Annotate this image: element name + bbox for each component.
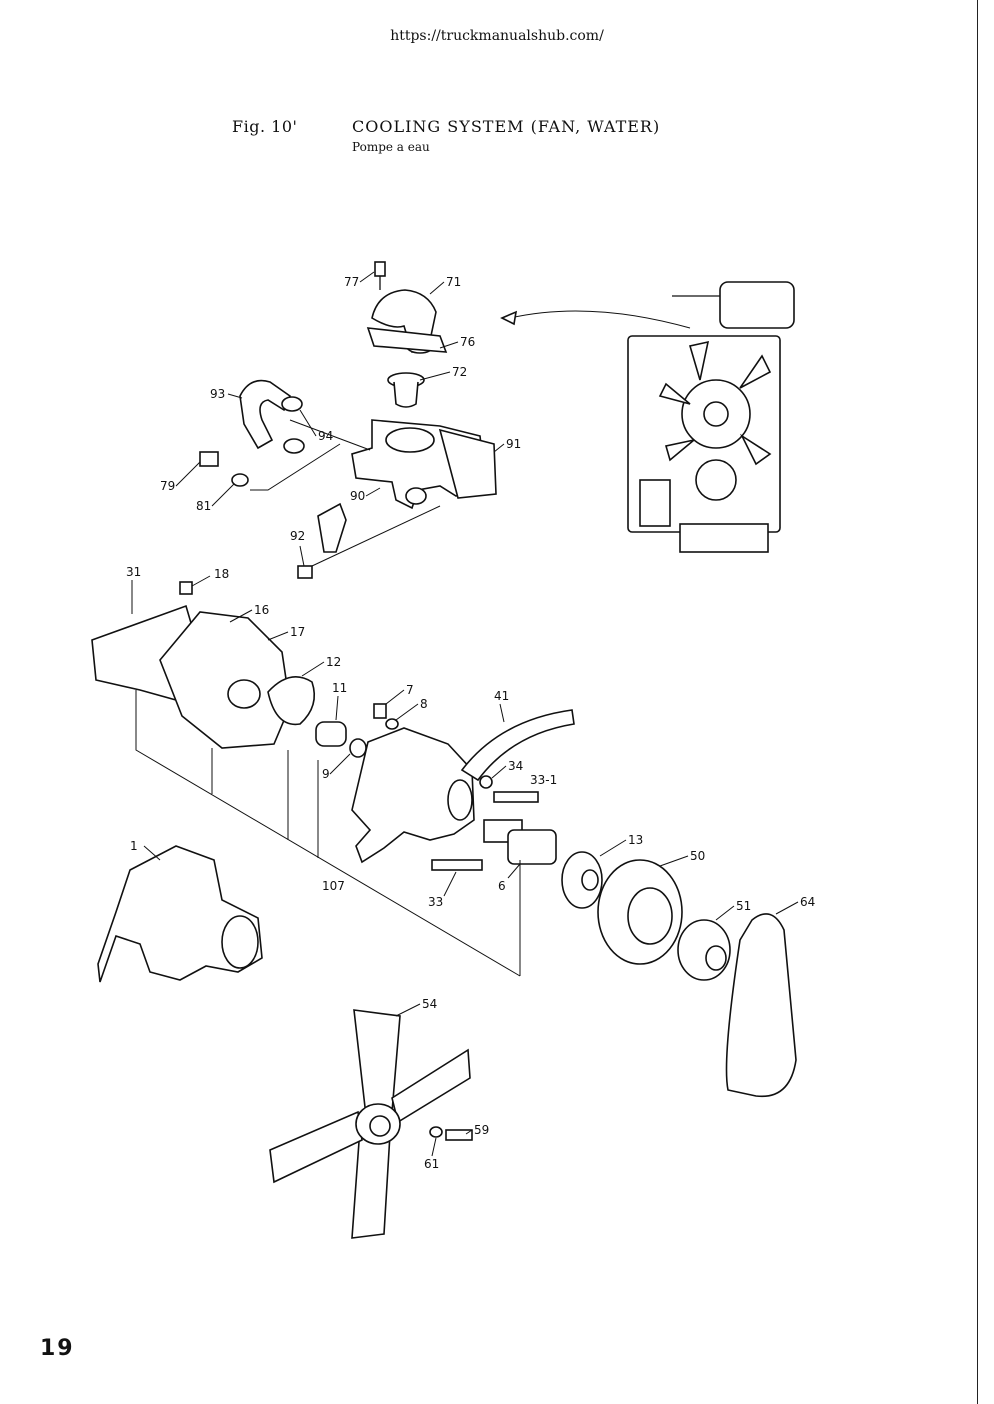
figure-subtitle: Pompe a eau bbox=[352, 140, 430, 154]
callout-7: 7 bbox=[406, 683, 414, 697]
washer-81-part bbox=[231, 473, 249, 487]
callout-41: 41 bbox=[494, 689, 509, 703]
bolt-33-1-part bbox=[493, 791, 539, 803]
callout-59: 59 bbox=[474, 1123, 489, 1137]
callout-72: 72 bbox=[452, 365, 467, 379]
bolt-77-part bbox=[374, 261, 386, 277]
callout-labels: 77 71 76 72 93 94 91 79 81 90 92 31 18 1… bbox=[126, 275, 815, 1171]
pump-assembly-1-part bbox=[97, 845, 263, 983]
callout-76: 76 bbox=[460, 335, 475, 349]
callout-107: 107 bbox=[322, 879, 345, 893]
impeller-12-part bbox=[267, 676, 316, 726]
callout-6: 6 bbox=[498, 879, 506, 893]
bolt-7-part bbox=[373, 703, 387, 719]
hose-93-part bbox=[239, 379, 291, 450]
callout-12: 12 bbox=[326, 655, 341, 669]
callout-9: 9 bbox=[322, 767, 330, 781]
bracket-41-part bbox=[460, 709, 575, 782]
callout-leaders bbox=[131, 271, 799, 1157]
washer-9-part bbox=[349, 738, 367, 758]
fan-blade-bottom bbox=[351, 1127, 391, 1239]
bearing-6-part bbox=[507, 829, 557, 865]
callout-77: 77 bbox=[344, 275, 359, 289]
v-belt-64-part bbox=[725, 913, 797, 1098]
pump-body-part bbox=[351, 727, 475, 864]
callout-91: 91 bbox=[506, 437, 521, 451]
water-pump-group bbox=[91, 581, 797, 1098]
figure-label: Fig. 10' bbox=[232, 117, 298, 136]
callout-17: 17 bbox=[290, 625, 305, 639]
thermostat-housing-group bbox=[199, 261, 497, 579]
callout-33-1: 33-1 bbox=[530, 773, 557, 787]
seal-11-part bbox=[315, 721, 347, 747]
page-number: 19 bbox=[40, 1336, 75, 1361]
callout-51: 51 bbox=[736, 899, 751, 913]
clamp-94a-part bbox=[281, 396, 303, 412]
callout-81: 81 bbox=[196, 499, 211, 513]
callout-64: 64 bbox=[800, 895, 815, 909]
callout-93: 93 bbox=[210, 387, 225, 401]
callout-13: 13 bbox=[628, 833, 643, 847]
callout-61: 61 bbox=[424, 1157, 439, 1171]
bolt-33-part bbox=[431, 859, 483, 871]
callout-18: 18 bbox=[214, 567, 229, 581]
fan-blade-left bbox=[269, 1110, 363, 1184]
callout-54: 54 bbox=[422, 997, 437, 1011]
callout-92: 92 bbox=[290, 529, 305, 543]
washer-61-part bbox=[429, 1126, 443, 1138]
fan-group bbox=[269, 1009, 473, 1239]
clamp-94b-part bbox=[283, 438, 305, 454]
callout-8: 8 bbox=[420, 697, 428, 711]
callout-71: 71 bbox=[446, 275, 461, 289]
bolt-59-part bbox=[445, 1129, 473, 1141]
callout-1: 1 bbox=[130, 839, 138, 853]
page-edge-rule bbox=[977, 0, 978, 1404]
washer-34-part bbox=[479, 775, 493, 789]
callout-16: 16 bbox=[254, 603, 269, 617]
callout-94: 94 bbox=[318, 429, 333, 443]
plug-79-part bbox=[199, 451, 219, 467]
bolt-18-part bbox=[179, 581, 193, 595]
washer-8-part bbox=[385, 718, 399, 730]
callout-50: 50 bbox=[690, 849, 705, 863]
gasket-76-part bbox=[366, 327, 448, 353]
source-url[interactable]: https://truckmanualshub.com/ bbox=[390, 28, 604, 44]
engine-illustration bbox=[500, 281, 795, 553]
gasket-91-part bbox=[438, 428, 497, 499]
callout-33: 33 bbox=[428, 895, 443, 909]
callout-79: 79 bbox=[160, 479, 175, 493]
bolt-92-part bbox=[297, 565, 313, 579]
callout-11: 11 bbox=[332, 681, 347, 695]
bracket-part bbox=[317, 502, 347, 553]
fan-blade-right bbox=[391, 1048, 471, 1124]
callout-90: 90 bbox=[350, 489, 365, 503]
callout-34: 34 bbox=[508, 759, 523, 773]
callout-31: 31 bbox=[126, 565, 141, 579]
figure-title: COOLING SYSTEM (FAN, WATER) bbox=[352, 117, 661, 136]
